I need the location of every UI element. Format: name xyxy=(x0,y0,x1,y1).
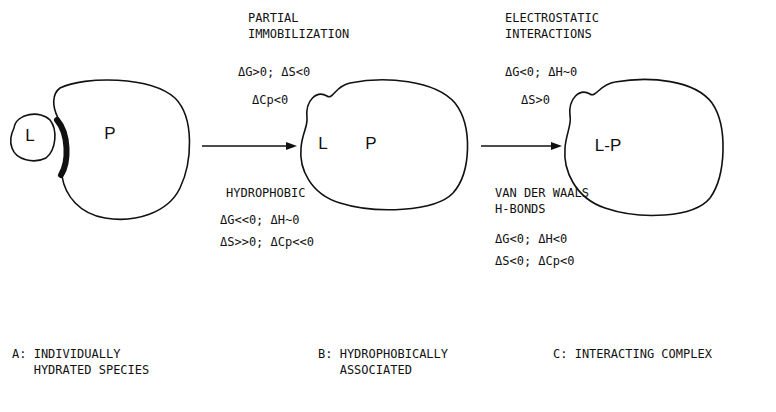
arrow-head xyxy=(551,142,562,150)
thermo-note: ΔG<<0; ΔH~0 xyxy=(220,212,299,228)
blob-shape xyxy=(301,80,468,210)
molecule-label: L xyxy=(318,134,327,154)
hydration-shell xyxy=(57,120,67,175)
molecule-blob: LP xyxy=(295,78,471,214)
thermo-note: VAN DER WAALS H-BONDS xyxy=(495,185,603,217)
reaction-arrow xyxy=(481,142,562,150)
blob-outline xyxy=(40,78,192,223)
blob-shape xyxy=(54,80,190,219)
molecule-blob: L xyxy=(6,108,58,164)
reaction-arrow xyxy=(202,142,297,150)
thermo-note: ΔS>>0; ΔCp<<0 xyxy=(220,234,314,250)
stage-caption: C: INTERACTING COMPLEX xyxy=(553,346,734,362)
arrow-head xyxy=(286,142,297,150)
arrow-shaft xyxy=(202,145,286,147)
thermo-note: ΔG>0; ΔS<0 xyxy=(238,64,310,80)
blob-shape xyxy=(11,114,55,161)
thermo-note: ΔG<0; ΔH<0 xyxy=(495,231,567,247)
molecule-label: L-P xyxy=(595,136,621,156)
stage-caption: A: INDIVIDUALLY HYDRATED SPECIES xyxy=(12,346,149,378)
arrow-shaft xyxy=(481,145,551,147)
thermo-note: ΔS<0; ΔCp<0 xyxy=(495,253,574,269)
thermo-note: ΔG<0; ΔH~0 xyxy=(505,64,577,80)
thermo-note: ΔS>0 xyxy=(521,92,550,108)
molecule-label: P xyxy=(104,124,115,144)
thermo-note: ELECTROSTATIC INTERACTIONS xyxy=(505,10,599,42)
molecule-label: L xyxy=(25,126,34,146)
thermo-note: ΔCp<0 xyxy=(252,92,288,108)
stage-caption: B: HYDROPHOBICALLY ASSOCIATED xyxy=(318,346,455,378)
thermo-note: PARTIAL IMMOBILIZATION xyxy=(248,10,349,42)
molecule-label: P xyxy=(365,134,376,154)
thermo-note: HYDROPHOBIC xyxy=(226,185,305,201)
molecule-blob: P xyxy=(40,78,192,223)
